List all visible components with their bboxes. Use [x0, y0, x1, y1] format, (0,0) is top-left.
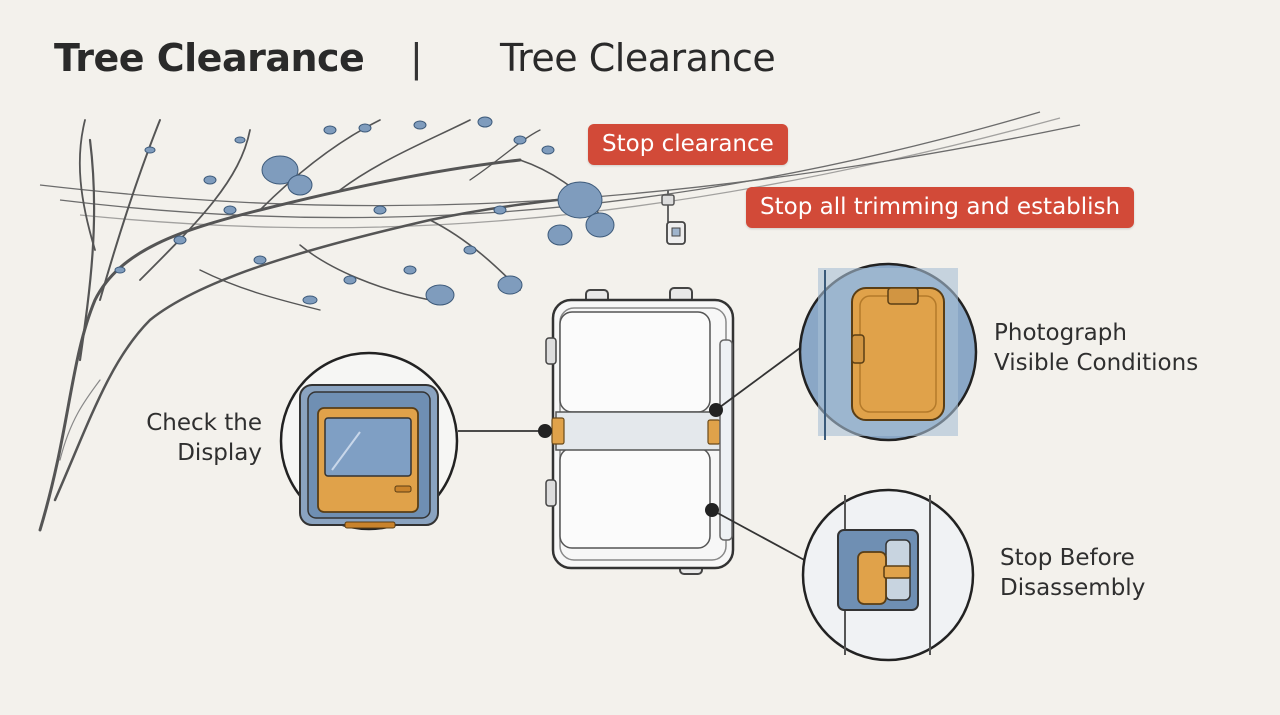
line-insulator-icon — [661, 190, 686, 245]
callout-line: Visible Conditions — [994, 350, 1199, 376]
callout-line: Photograph — [994, 320, 1127, 346]
callout-line: Disassembly — [1000, 575, 1146, 601]
connector-dots — [538, 403, 723, 517]
page-title: Tree Clearance — [54, 36, 365, 80]
page-subtitle: Tree Clearance — [500, 36, 776, 80]
equipment-enclosure — [545, 287, 735, 575]
tree-branch — [38, 119, 602, 532]
callout-stop-disassembly: Stop Before Disassembly — [1000, 543, 1145, 603]
callout-check-display: Check the Display — [120, 408, 262, 468]
callout-line: Display — [177, 440, 262, 466]
zoom-display — [279, 351, 459, 531]
title-separator: | — [410, 36, 423, 80]
zoom-bolt — [801, 488, 975, 662]
callout-photograph: Photograph Visible Conditions — [994, 318, 1198, 378]
tree-leaves — [114, 116, 615, 306]
callout-line: Stop Before — [1000, 545, 1135, 571]
zoom-latch — [798, 262, 978, 442]
warning-tag-stop-trimming: Stop all trimming and establish — [746, 187, 1135, 228]
callout-connectors — [458, 347, 809, 563]
callout-line: Check the — [146, 410, 262, 436]
warning-tag-stop-clearance: Stop clearance — [588, 124, 788, 165]
